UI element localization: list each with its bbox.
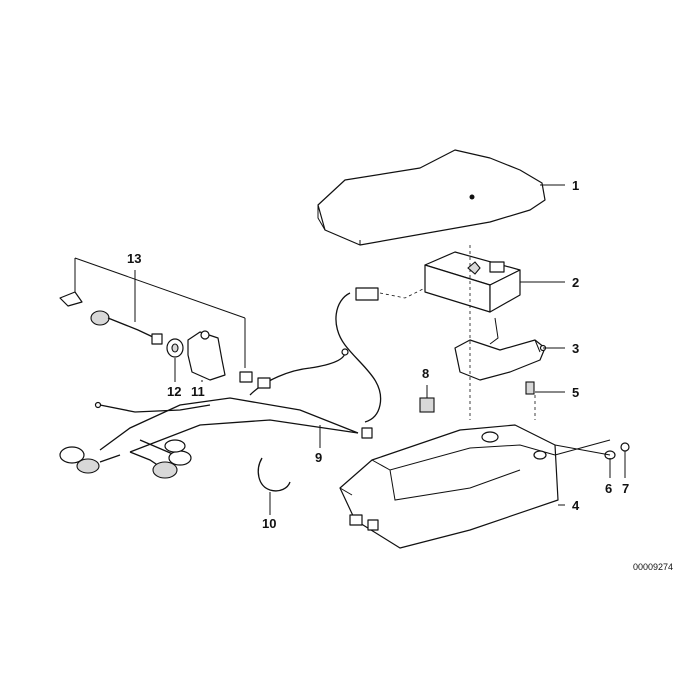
- part-10-cable-tie: [257, 457, 291, 492]
- part-2-control-unit: [424, 251, 521, 313]
- part-5-screw: [525, 381, 535, 395]
- part-7-bolt: [620, 442, 630, 452]
- assembly-guides: [379, 245, 536, 420]
- part-4-housing: [339, 424, 559, 549]
- callout-3: 3: [572, 341, 579, 356]
- reference-code: 00009274: [633, 562, 673, 572]
- callout-6: 6: [605, 481, 612, 496]
- callout-5: 5: [572, 385, 579, 400]
- callout-2: 2: [572, 275, 579, 290]
- part-11-holder: [187, 330, 271, 389]
- part-9-harness: [59, 287, 382, 479]
- part-13-assembly: [59, 257, 246, 368]
- part-1-cover: [317, 149, 546, 246]
- callout-13: 13: [127, 251, 141, 266]
- callout-9: 9: [315, 450, 322, 465]
- part-12-grommet: [166, 338, 184, 358]
- leader-lines: [134, 184, 626, 515]
- callout-12: 12: [167, 384, 181, 399]
- callout-4: 4: [572, 498, 580, 513]
- callout-1: 1: [572, 178, 579, 193]
- part-8-clip: [419, 397, 435, 413]
- callout-10: 10: [262, 516, 276, 531]
- callout-7: 7: [622, 481, 629, 496]
- callout-8: 8: [422, 366, 429, 381]
- callout-11: 11: [191, 384, 205, 399]
- part-3-bracket: [454, 317, 547, 381]
